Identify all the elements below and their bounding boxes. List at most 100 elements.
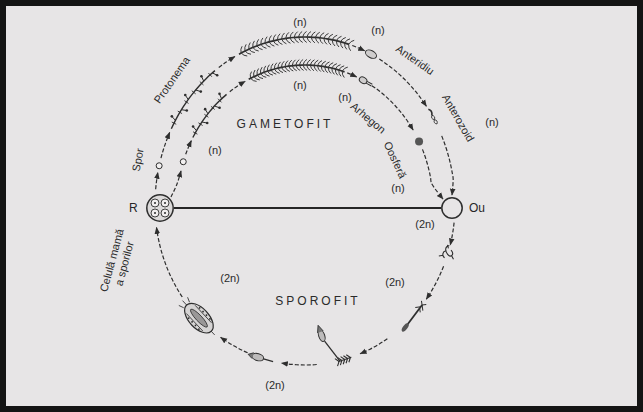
capsule-wall: [179, 298, 218, 338]
spore-dot: [205, 314, 208, 317]
gametophore-leaf: [349, 44, 351, 50]
gametophore-shoot: [335, 353, 353, 366]
spore-dot: [194, 324, 197, 327]
protonema-cell-wall: [211, 106, 215, 109]
spore-dot: [198, 328, 201, 331]
gametophore-leaf: [332, 68, 335, 74]
cycle-arrow: [347, 73, 356, 77]
protonema-cell-wall: [208, 73, 211, 77]
gametophore-leaf: [277, 40, 282, 45]
anterozoid-body: [428, 109, 433, 116]
protonema-cell-wall: [178, 111, 182, 114]
gametophore-leaf: [311, 32, 315, 37]
protonema-cell-wall: [184, 101, 188, 104]
circle-outline: [441, 197, 463, 219]
calyptra: [315, 324, 323, 333]
node-label: Ou: [469, 197, 485, 219]
gametophore-leaf: [328, 39, 331, 45]
gametophore-leaf: [282, 39, 287, 44]
gametophore-leaf: [294, 37, 298, 42]
ploidy-label: (n): [391, 182, 404, 195]
cycle-arrow: [282, 363, 317, 365]
tetrad-spore: [151, 209, 159, 217]
sporogenous-tissue: [178, 297, 219, 339]
protonema-cell-wall: [198, 123, 202, 126]
antheridium-drawing: [364, 48, 378, 60]
gametophore-leaf: [320, 38, 323, 44]
gametophore-leaf: [277, 34, 280, 40]
gametophore-leaf: [340, 42, 342, 48]
gametophore-leaf: [290, 38, 295, 43]
stage-label: Protonema: [151, 54, 192, 105]
gametophore-leaf: [253, 41, 255, 48]
gametophore-leaf: [339, 70, 341, 76]
gametophore-leaf: [241, 53, 247, 56]
gametophore-leaf: [265, 43, 270, 47]
stage-label: Anteridiu: [394, 42, 437, 77]
gametophore-leaf: [307, 37, 311, 43]
gametophore-leaf: [332, 35, 337, 40]
gametophore-leaf: [265, 37, 267, 43]
gametophore-leaf: [303, 37, 307, 42]
tetrad-nucleus: [154, 202, 156, 204]
sporophyte-on-gametophyte-drawing: [315, 318, 352, 368]
gametophore-leaf: [320, 33, 325, 38]
gametophore-leaf: [321, 66, 324, 72]
gametophore-leaf: [290, 32, 293, 38]
gametophore-leaf: [260, 67, 262, 74]
protonema-bud: [184, 94, 187, 97]
gametophore-leaf: [336, 41, 339, 47]
tetrad-nucleus: [164, 202, 166, 204]
cycle-arrow: [422, 149, 443, 199]
gametophore-leaf: [241, 46, 242, 53]
ploidy-label: (2n): [220, 272, 240, 285]
gametophore-leaf: [311, 37, 315, 43]
cycle-arrow: [161, 133, 170, 159]
gametophore-leaf: [261, 44, 267, 48]
gametophore-leaf: [345, 43, 347, 49]
stage-label: Oosferă: [381, 140, 409, 181]
gametophore-leaf: [303, 59, 307, 65]
connector-line: [174, 207, 441, 209]
gametophore-leaf: [273, 35, 276, 41]
gametophore-leaf: [345, 39, 350, 43]
protonema-bud: [185, 109, 188, 112]
gametophore-stem: [249, 65, 345, 79]
spore-dot: [191, 321, 194, 324]
cycle-arrow: [221, 337, 248, 352]
illustration-group: [156, 31, 457, 368]
gametophore-leaf: [317, 66, 320, 72]
young-sporophyte-drawing: [399, 300, 427, 334]
gametophore-leaf: [340, 38, 345, 42]
embryo-drawing: [439, 244, 457, 261]
protonema-drawing: [193, 94, 227, 137]
gametophore-leaf: [274, 63, 276, 69]
gametophore-leaf: [310, 65, 314, 71]
oosphere-drawing: [415, 137, 423, 145]
tetrad-spore: [161, 209, 169, 217]
young-sporophyte-tip: [400, 322, 410, 333]
gametophore-leaf: [264, 66, 266, 73]
gametophore-leaf: [298, 37, 302, 42]
gametophore-leaf: [303, 31, 307, 37]
gametophore-leaf: [261, 38, 263, 45]
protonema-bud: [200, 90, 203, 93]
gametophore-leaf: [253, 47, 259, 51]
gametophore-leaf: [299, 59, 303, 65]
ploidy-label: (n): [338, 91, 351, 104]
anterozoid-drawing: [427, 109, 438, 125]
protonema-bud: [192, 125, 195, 128]
gametophore-leaf: [269, 42, 274, 46]
tetrad-spore: [151, 199, 159, 207]
phase-title: GAMETOFIT: [237, 118, 334, 132]
protonema-cell-wall: [204, 114, 208, 117]
gametophore-leaf: [285, 61, 288, 67]
cycle-arrow: [450, 223, 454, 245]
antheridium-body: [364, 48, 378, 60]
tetrad-nucleus: [154, 212, 156, 214]
spore-dot: [198, 307, 201, 310]
protonema-bud: [171, 115, 174, 118]
